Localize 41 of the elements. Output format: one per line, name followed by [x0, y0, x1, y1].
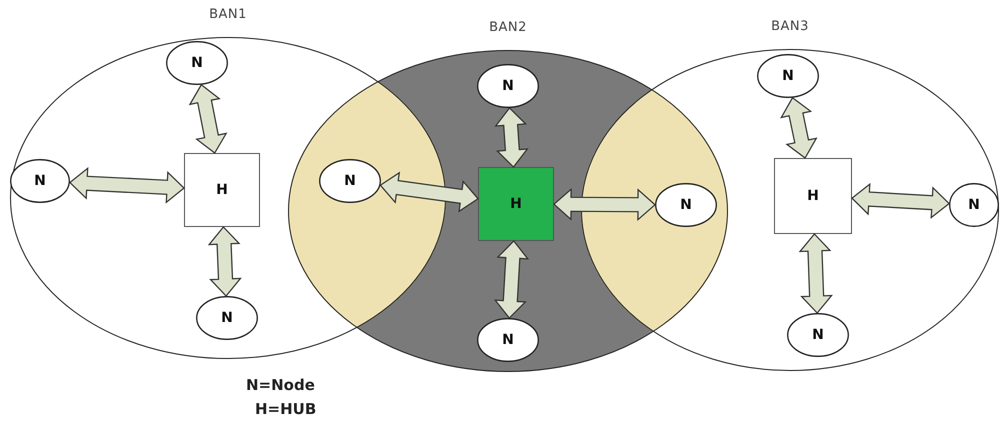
node-ellipse — [477, 64, 539, 108]
network-label: BAN1 — [208, 7, 248, 22]
node-label: N — [812, 327, 824, 343]
node-ellipse — [196, 296, 258, 340]
hub-label: H — [807, 188, 819, 204]
node-label: N — [782, 68, 794, 84]
double-arrow — [188, 84, 228, 154]
hub-label: H — [510, 196, 522, 212]
legend-text: N=Node — [246, 376, 315, 394]
node-ellipse — [787, 313, 849, 357]
hub-box — [774, 158, 852, 234]
legend-text: H=HUB — [255, 400, 316, 418]
node-ellipse — [319, 159, 381, 203]
node-ellipse — [10, 159, 70, 203]
double-arrow — [494, 240, 530, 319]
node-label: N — [502, 78, 514, 94]
double-arrow — [798, 233, 833, 314]
node-ellipse — [757, 54, 819, 98]
double-arrow — [69, 167, 185, 204]
node-ellipse — [655, 183, 717, 227]
double-arrow — [208, 226, 242, 297]
node-label: N — [680, 197, 692, 213]
node-label: N — [34, 173, 46, 189]
node-label: N — [191, 55, 203, 71]
double-arrow — [780, 96, 818, 159]
node-label: N — [221, 310, 233, 326]
node-label: N — [968, 197, 980, 213]
hub-box — [184, 153, 260, 227]
double-arrow — [553, 188, 656, 222]
node-ellipse — [949, 183, 999, 227]
double-arrow — [851, 182, 950, 219]
node-label: N — [502, 332, 514, 348]
node-label: N — [344, 173, 356, 189]
double-arrow — [380, 171, 479, 213]
network-label: BAN2 — [488, 20, 528, 35]
node-ellipse — [166, 41, 228, 85]
double-arrow — [494, 107, 529, 168]
network-label: BAN3 — [770, 19, 810, 34]
hub-box — [478, 167, 554, 241]
node-ellipse — [477, 318, 539, 362]
hub-label: H — [216, 182, 228, 198]
